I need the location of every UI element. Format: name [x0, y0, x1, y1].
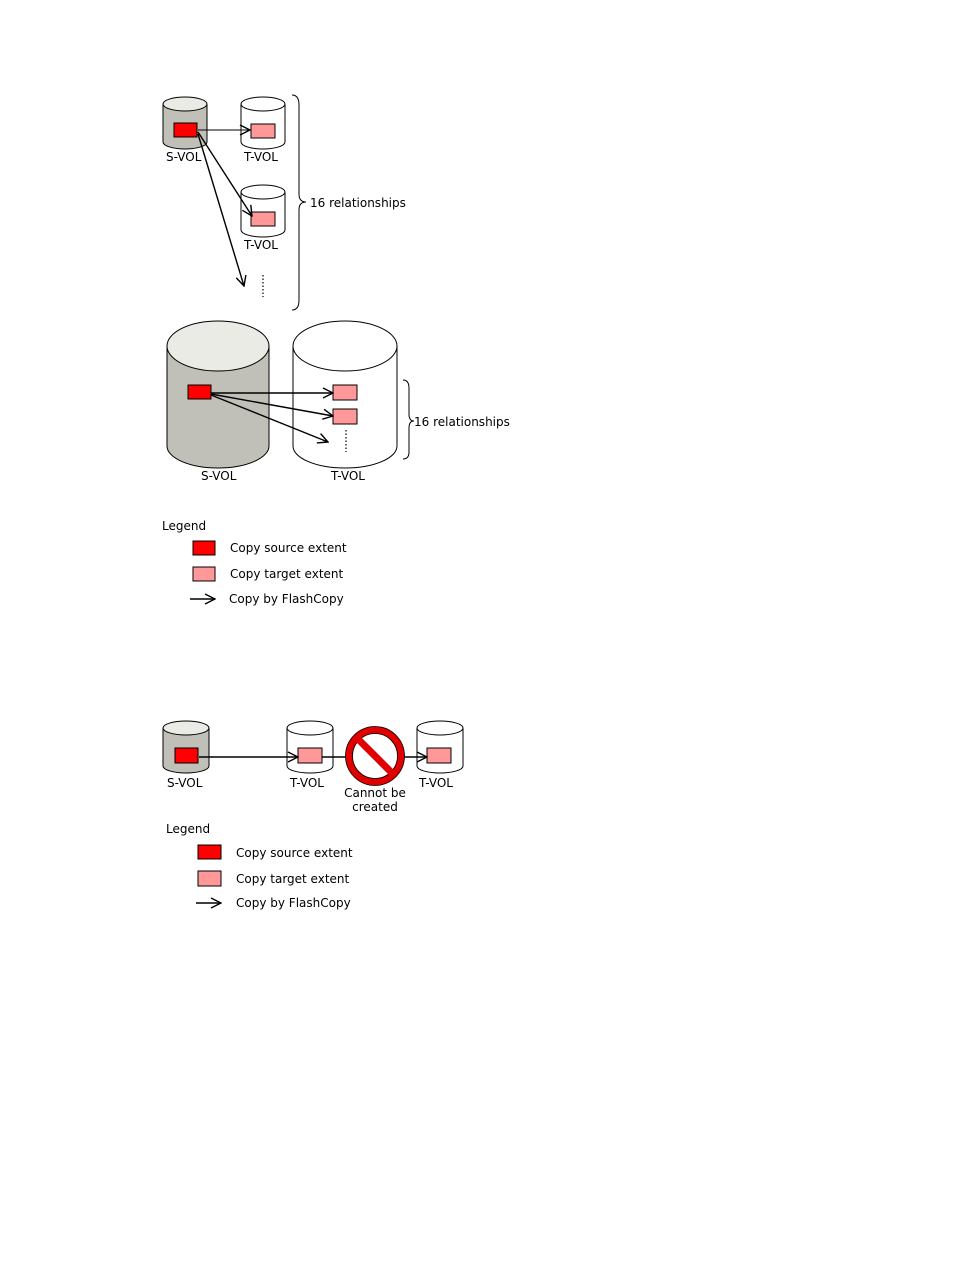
legend-title: Legend [162, 519, 206, 533]
target-extent [298, 748, 322, 763]
legend-target-label: Copy target extent [236, 872, 350, 886]
legend-source-swatch [193, 541, 215, 555]
tvol-cylinder [417, 721, 463, 773]
target-extent [251, 212, 275, 226]
legend: Legend Copy source extent Copy target ex… [166, 822, 353, 910]
target-extent [333, 385, 357, 400]
source-extent [188, 385, 211, 399]
target-extent [251, 124, 275, 138]
legend-target-swatch [198, 871, 221, 886]
svol-cylinder [163, 721, 209, 773]
tvol-cylinder [241, 185, 285, 237]
copy-arrow [198, 134, 244, 286]
tvol-label: T-VOL [243, 150, 278, 164]
tvol-label: T-VOL [330, 469, 365, 483]
source-extent [175, 748, 198, 763]
prohibited-label-line1: Cannot be [344, 786, 406, 800]
prohibited-label-line2: created [352, 800, 398, 814]
relationships-brace [403, 380, 414, 459]
target-extent [333, 409, 357, 424]
svol-label: S-VOL [167, 776, 203, 790]
legend-copy-label: Copy by FlashCopy [229, 592, 344, 606]
svol-cylinder [167, 321, 269, 468]
svol-label: S-VOL [166, 150, 202, 164]
svol-label: S-VOL [201, 469, 237, 483]
legend-target-label: Copy target extent [230, 567, 344, 581]
relationships-label: 16 relationships [414, 415, 510, 429]
legend-source-swatch [198, 845, 221, 859]
target-extent [427, 748, 451, 763]
source-extent [174, 123, 197, 137]
legend-copy-label: Copy by FlashCopy [236, 896, 351, 910]
legend: Legend Copy source extent Copy target ex… [162, 519, 347, 606]
tvol-label: T-VOL [243, 238, 278, 252]
tvol-cylinder [287, 721, 333, 773]
relationships-label: 16 relationships [310, 196, 406, 210]
diagram-small-volumes: S-VOL T-VOL T-VOL 16 relationships [163, 95, 406, 310]
tvol-label: T-VOL [418, 776, 453, 790]
legend-source-label: Copy source extent [236, 846, 353, 860]
legend-target-swatch [193, 567, 215, 581]
tvol-label: T-VOL [289, 776, 324, 790]
relationships-brace [292, 95, 306, 310]
tvol-cylinder [241, 97, 285, 149]
diagram-cascade-prohibited: S-VOL T-VOL T-VOL Cannot be created [163, 721, 463, 814]
legend-source-label: Copy source extent [230, 541, 347, 555]
legend-title: Legend [166, 822, 210, 836]
diagram-large-volumes: S-VOL T-VOL 16 relationships [167, 321, 510, 483]
prohibited-icon [346, 727, 405, 786]
